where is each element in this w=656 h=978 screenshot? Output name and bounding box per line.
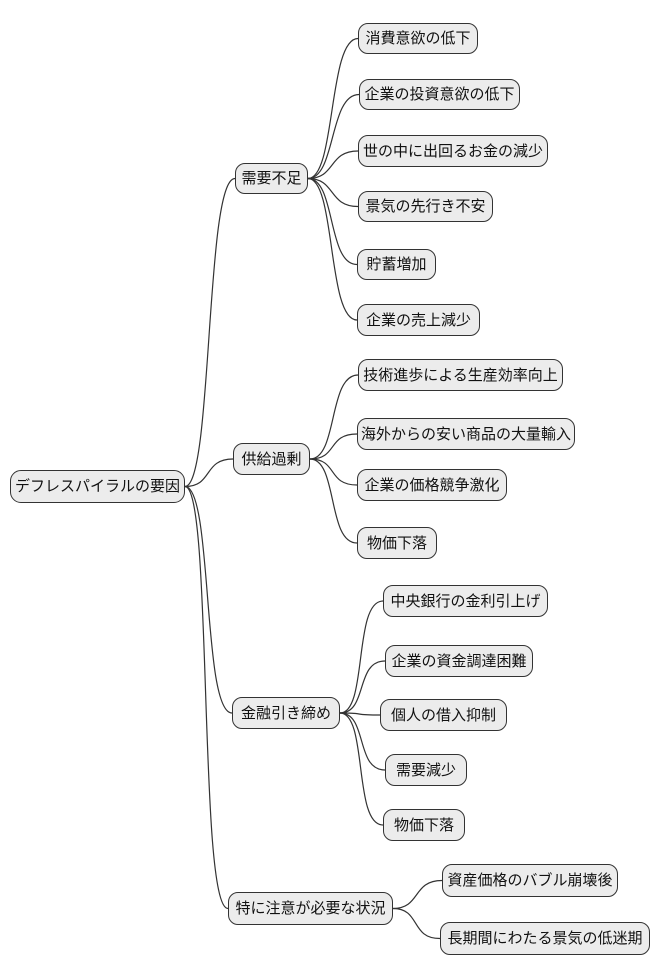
leaf-node-corporate-financing-difficulty: 企業の資金調達困難 [385, 645, 533, 677]
leaf-node-post-asset-bubble-collapse: 資産価格のバブル崩壊後 [442, 864, 618, 897]
leaf-node-consumer-sentiment-decline: 消費意欲の低下 [358, 23, 478, 54]
mindmap-edge [309, 458, 358, 486]
mindmap-edge [184, 485, 233, 714]
mindmap-edge [309, 433, 358, 460]
leaf-node-cheap-import-influx: 海外からの安い商品の大量輸入 [357, 418, 575, 450]
mindmap-edge [339, 712, 386, 771]
branch-node-demand-shortage: 需要不足 [235, 163, 308, 194]
leaf-node-corporate-sales-decline: 企業の売上減少 [357, 304, 480, 336]
mindmap-edge [307, 37, 359, 180]
leaf-node-money-circulation-decrease: 世の中に出回るお金の減少 [358, 135, 548, 167]
branch-node-monetary-tightening: 金融引き締め [232, 697, 340, 729]
mindmap-edge [392, 907, 441, 940]
mindmap-edge [307, 177, 358, 321]
mindmap-edge [339, 712, 381, 716]
leaf-node-central-bank-rate-hike: 中央銀行の金利引上げ [383, 585, 548, 617]
mindmap-edge [184, 177, 236, 488]
leaf-node-economic-outlook-anxiety: 景気の先行き不安 [358, 191, 493, 222]
leaf-node-personal-borrowing-restraint: 個人の借入抑制 [380, 699, 507, 731]
mindmap-edge [309, 458, 358, 544]
mindmap-edge [184, 458, 234, 488]
leaf-node-savings-increase: 貯蓄増加 [357, 249, 436, 280]
leaf-node-price-decline-supply: 物価下落 [357, 527, 437, 559]
mindmap-edge [392, 879, 443, 910]
mindmap-edge [307, 177, 358, 266]
mindmap-edge [307, 177, 359, 208]
mindmap-edge [307, 150, 359, 180]
mindmap-edge [309, 374, 359, 460]
root-node-deflation-spiral-causes: デフレスパイラルの要因 [10, 470, 185, 503]
leaf-node-prolonged-economic-slump: 長期間にわたる景気の低迷期 [440, 922, 650, 955]
leaf-node-demand-decrease: 需要減少 [385, 754, 467, 786]
branch-node-caution-situations: 特に注意が必要な状況 [228, 892, 393, 925]
mindmap-edge [339, 660, 386, 714]
leaf-node-price-competition-intensify: 企業の価格競争激化 [357, 469, 507, 501]
mindmap-edge [307, 93, 360, 180]
leaf-node-corporate-investment-decline: 企業の投資意欲の低下 [359, 79, 520, 110]
leaf-node-price-decline-monetary: 物価下落 [383, 809, 465, 841]
branch-node-supply-excess: 供給過剰 [233, 443, 310, 475]
mindmap-edge [184, 485, 229, 910]
mindmap-edge [339, 712, 384, 826]
leaf-node-productivity-gain-technology: 技術進歩による生産効率向上 [358, 359, 563, 391]
mindmap-edge [339, 600, 384, 714]
